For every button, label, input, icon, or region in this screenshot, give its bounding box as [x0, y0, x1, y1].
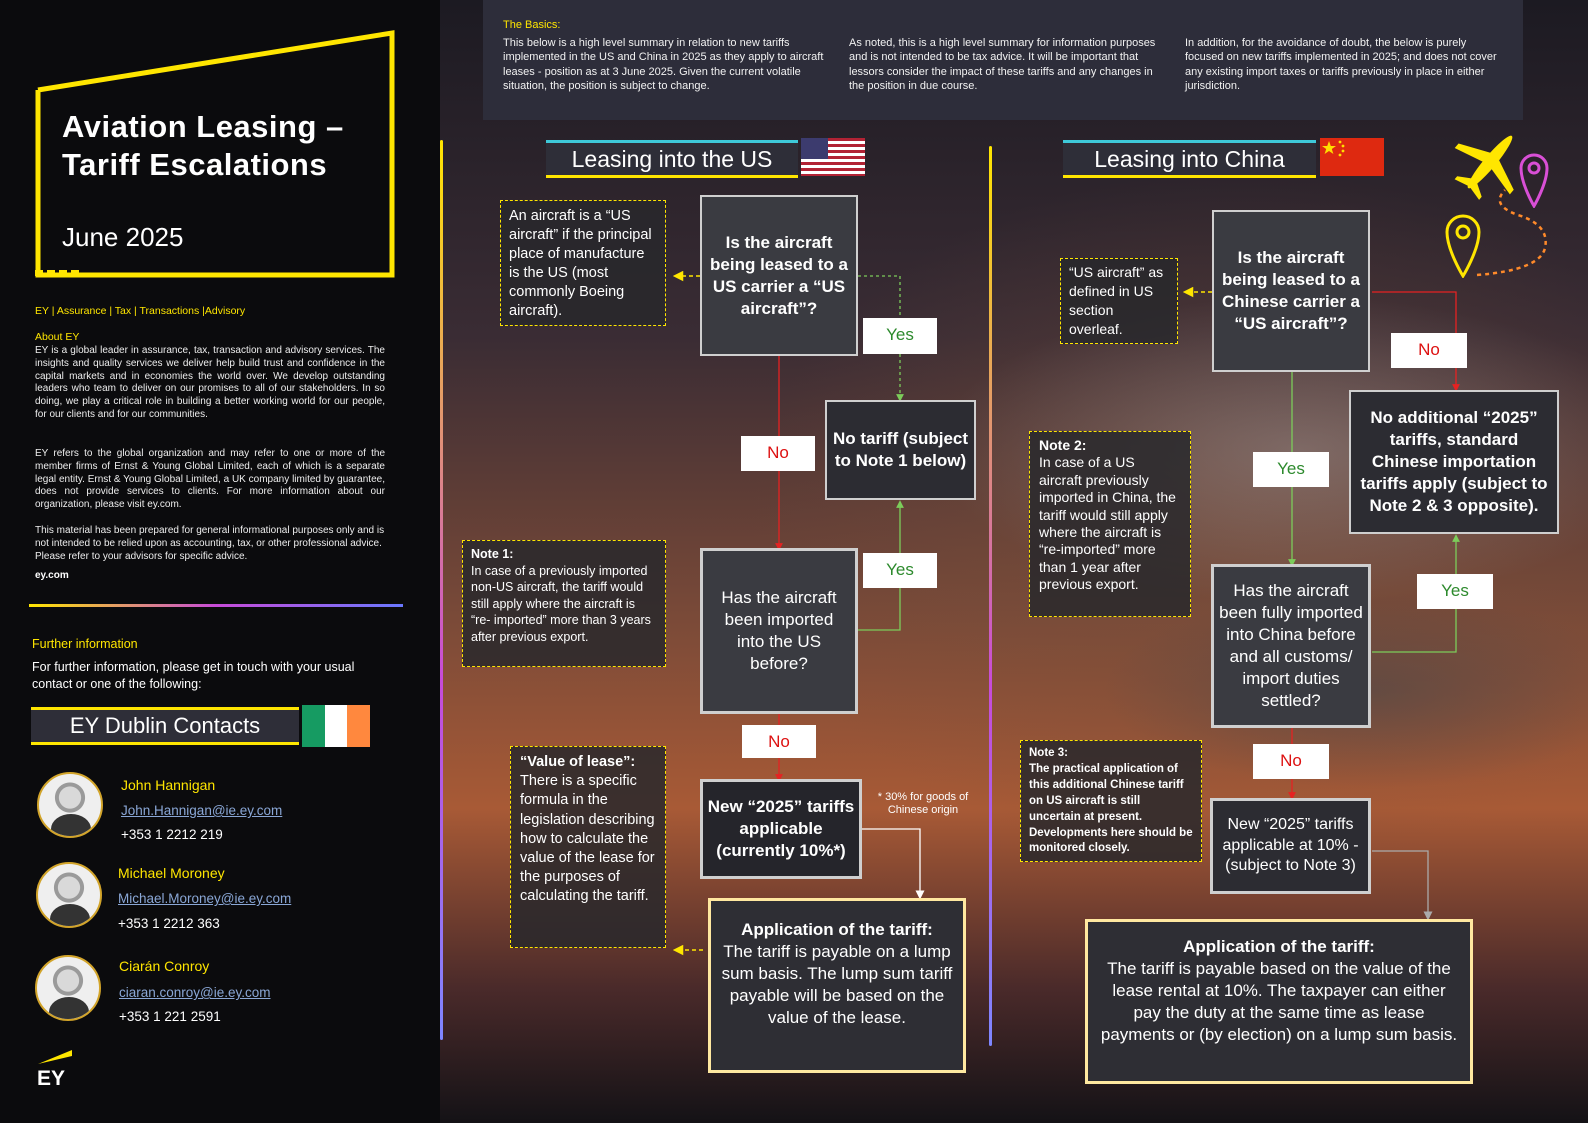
contact-email[interactable]: Michael.Moroney@ie.ey.com	[118, 891, 292, 906]
contact-email[interactable]: ciaran.conroy@ie.ey.com	[119, 985, 271, 1000]
disclaimer-text: This material has been prepared for gene…	[35, 525, 385, 562]
china-section-header: Leasing into China	[1063, 140, 1316, 178]
us-no-label-2: No	[742, 725, 816, 758]
site-link[interactable]: ey.com	[35, 570, 69, 581]
left-divider	[29, 604, 403, 607]
china-flag-icon	[1320, 138, 1384, 176]
airplane-icon	[1454, 135, 1514, 200]
us-section-header: Leasing into the US	[546, 140, 798, 178]
contact-name: John Hannigan	[121, 777, 216, 793]
china-yes-label-2: Yes	[1417, 574, 1493, 609]
contact-name: Michael Moroney	[118, 865, 225, 881]
basics-box	[483, 0, 1523, 120]
us-new-tariff-box: New “2025” tariffs applicable (currently…	[700, 779, 862, 879]
us-no-tariff-box: No tariff (subject to Note 1 below)	[825, 400, 976, 500]
basics-label: The Basics:	[503, 19, 561, 31]
contact-phone: +353 1 221 2591	[119, 1009, 221, 1024]
location-pin-icon	[1519, 153, 1549, 208]
refers-text: EY refers to the global organization and…	[35, 448, 385, 511]
china-yes-label-1: Yes	[1253, 452, 1329, 487]
further-info-text: For further information, please get in t…	[32, 660, 355, 691]
us-application-box: Application of the tariff: The tariff is…	[708, 898, 966, 1073]
location-pin-icon	[1445, 214, 1481, 278]
avatar	[36, 862, 102, 928]
us-footnote: * 30% for goods of Chinese origin	[877, 791, 969, 816]
us-flag-icon	[801, 138, 865, 176]
us-no-label-1: No	[741, 436, 815, 471]
page-date: June 2025	[62, 222, 184, 252]
china-no-label-1: No	[1391, 333, 1467, 368]
basics-text-2: As noted, this is a high level summary f…	[849, 37, 1156, 92]
china-no-label-2: No	[1253, 744, 1329, 779]
china-note-3: Note 3: The practical application of thi…	[1020, 740, 1202, 862]
basics-text-1: This below is a high level summary in re…	[503, 37, 824, 92]
china-note-2: Note 2: In case of a US aircraft previou…	[1029, 431, 1191, 617]
china-no-additional-box: No additional “2025” tariffs, standard C…	[1349, 390, 1559, 534]
ireland-flag-icon	[302, 705, 371, 747]
contact-name: Ciarán Conroy	[119, 958, 210, 974]
section-divider	[440, 140, 443, 1040]
us-definition-box: An aircraft is a “US aircraft” if the pr…	[500, 200, 666, 326]
china-definition-box: “US aircraft” as defined in US section o…	[1060, 258, 1178, 344]
page-title: Aviation Leasing – Tariff Escalations	[62, 109, 344, 182]
us-note-1: Note 1: In case of a previously imported…	[462, 540, 666, 667]
us-question-1: Is the aircraft being leased to a US car…	[700, 195, 858, 356]
china-question-2: Has the aircraft been fully imported int…	[1211, 564, 1371, 728]
contact-phone: +353 1 2212 363	[118, 916, 220, 931]
us-value-of-lease-box: “Value of lease”: There is a specific fo…	[510, 746, 666, 948]
contact-email[interactable]: John.Hannigan@ie.ey.com	[121, 803, 283, 818]
us-yes-label-2: Yes	[863, 553, 937, 588]
contacts-header: EY Dublin Contacts	[31, 707, 299, 745]
ey-logo-icon: EY	[37, 1050, 72, 1088]
services-line: EY | Assurance | Tax | Transactions |Adv…	[35, 305, 246, 317]
china-question-1: Is the aircraft being leased to a Chines…	[1212, 210, 1370, 372]
us-question-2: Has the aircraft been imported into the …	[700, 548, 858, 714]
about-text: EY is a global leader in assurance, tax,…	[35, 345, 385, 420]
avatar	[35, 955, 101, 1021]
about-label: About EY	[35, 331, 80, 343]
further-info-label: Further information	[32, 637, 138, 651]
title-dots	[35, 270, 79, 276]
avatar	[37, 772, 103, 838]
china-application-box: Application of the tariff: The tariff is…	[1085, 919, 1473, 1084]
contact-phone: +353 1 2212 219	[121, 827, 223, 842]
title-frame	[35, 30, 395, 278]
svg-text:EY: EY	[37, 1067, 65, 1088]
us-yes-label-1: Yes	[863, 318, 937, 354]
section-divider	[989, 146, 992, 1046]
china-new-tariff-box: New “2025” tariffs applicable at 10% - (…	[1210, 798, 1371, 894]
basics-text-3: In addition, for the avoidance of doubt,…	[1185, 37, 1497, 92]
